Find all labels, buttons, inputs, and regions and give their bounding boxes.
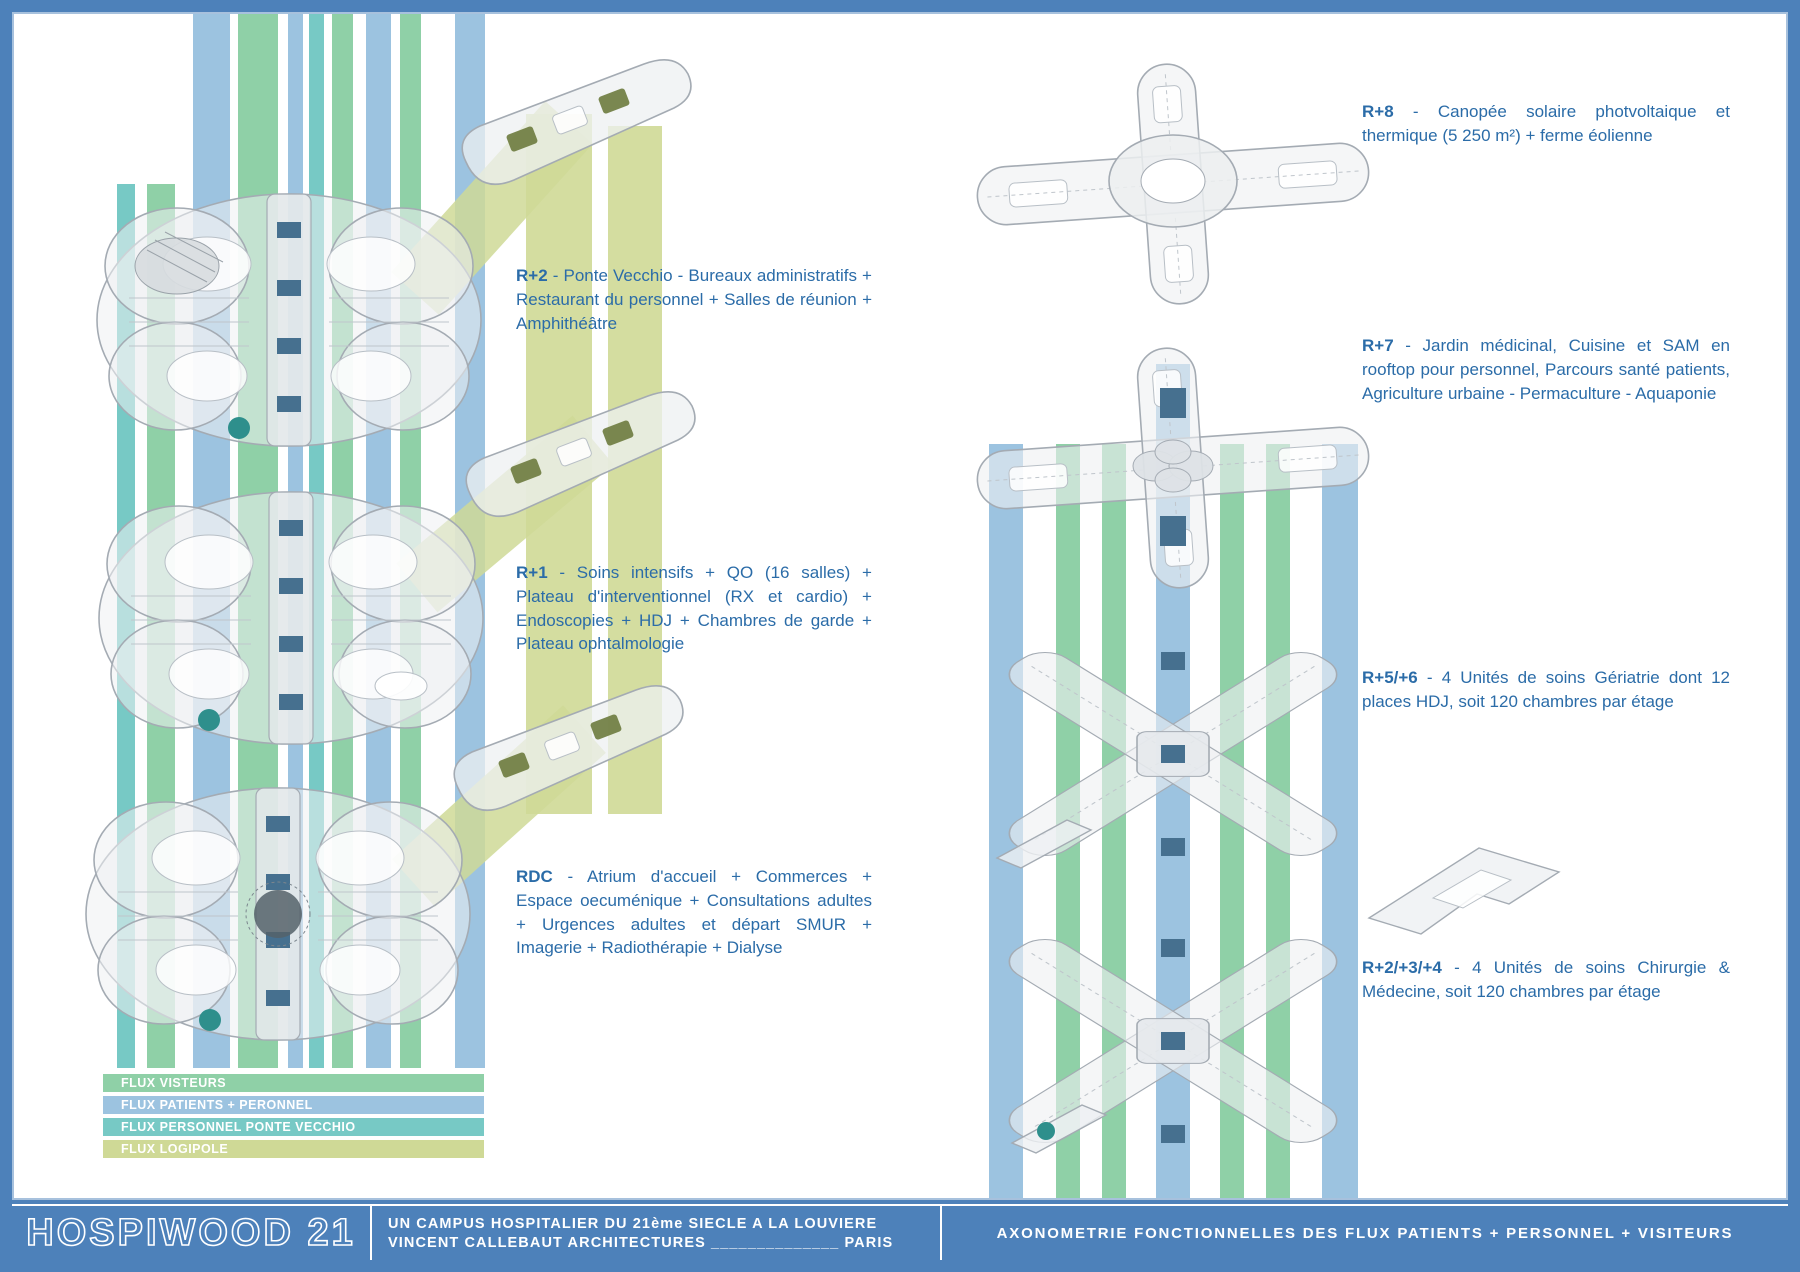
floorplan-r8	[963, 54, 1383, 314]
project-subtitle-line2: VINCENT CALLEBAUT ARCHITECTURES ________…	[388, 1234, 894, 1251]
floor-description: - Ponte Vecchio - Bureaux administratifs…	[516, 266, 872, 333]
floorplan-plate-bottom	[1004, 1099, 1114, 1159]
floorplan-r2	[89, 170, 489, 470]
floor-description: - Soins intensifs + QO (16 salles) + Pla…	[516, 563, 872, 654]
floorplan-r7	[963, 338, 1383, 598]
floor-label: R+7	[1362, 336, 1394, 355]
floorplan-r1	[91, 468, 491, 768]
project-subtitle-line1: UN CAMPUS HOSPITALIER DU 21ème SIECLE A …	[388, 1215, 878, 1232]
drawing-canvas: R+2 - Ponte Vecchio - Bureaux administra…	[12, 12, 1788, 1200]
legend-item-flux-visiteurs: FLUX VISTEURS	[103, 1074, 484, 1092]
floorplan-logipole-top	[450, 54, 700, 194]
project-logo: HOSPIWOOD 21	[12, 1206, 372, 1260]
floor-label: R+1	[516, 563, 548, 582]
floor-label: RDC	[516, 867, 553, 886]
floorplan-rdc	[78, 764, 478, 1064]
legend-item-flux-ponte-vecchio: FLUX PERSONNEL PONTE VECCHIO	[103, 1118, 484, 1136]
sheet-title-text: AXONOMETRIE FONCTIONNELLES DES FLUX PATI…	[996, 1224, 1734, 1242]
project-subtitle: UN CAMPUS HOSPITALIER DU 21ème SIECLE A …	[372, 1206, 942, 1260]
annotation-r7: R+7 - Jardin médicinal, Cuisine et SAM e…	[1362, 334, 1730, 405]
annotation-r8: R+8 - Canopée solaire photvoltaique et t…	[1362, 100, 1730, 148]
legend-item-flux-patients: FLUX PATIENTS + PERONNEL	[103, 1096, 484, 1114]
legend-item-flux-logipole: FLUX LOGIPOLE	[103, 1140, 484, 1158]
annotation-r2: R+2 - Ponte Vecchio - Bureaux administra…	[516, 264, 872, 335]
floor-description: - 4 Unités de soins Chirurgie & Médecine…	[1362, 958, 1730, 1001]
floorplan-logipole-bottom	[442, 680, 692, 820]
floorplan-plate-small	[989, 814, 1099, 874]
annotation-r5-r6: R+5/+6 - 4 Unités de soins Gériatrie don…	[1362, 666, 1730, 714]
annotation-rdc: RDC - Atrium d'accueil + Commerces + Esp…	[516, 865, 872, 960]
floor-description: - Canopée solaire photvoltaique et therm…	[1362, 102, 1730, 145]
floorplan-logipole-middle	[454, 386, 704, 526]
floor-description: - 4 Unités de soins Gériatrie dont 12 pl…	[1362, 668, 1730, 711]
floor-description: - Jardin médicinal, Cuisine et SAM en ro…	[1362, 336, 1730, 403]
annotation-r1: R+1 - Soins intensifs + QO (16 salles) +…	[516, 561, 872, 656]
project-logo-text: HOSPIWOOD 21	[25, 1211, 356, 1255]
title-bar: HOSPIWOOD 21 UN CAMPUS HOSPITALIER DU 21…	[12, 1204, 1788, 1260]
floorplan-plate-l	[1359, 834, 1569, 954]
annotation-r2-r3-r4: R+2/+3/+4 - 4 Unités de soins Chirurgie …	[1362, 956, 1730, 1004]
floor-label: R+5/+6	[1362, 668, 1418, 687]
floor-label: R+8	[1362, 102, 1394, 121]
floor-label: R+2/+3/+4	[1362, 958, 1442, 977]
flux-legend: FLUX VISTEURS FLUX PATIENTS + PERONNEL F…	[103, 1074, 484, 1158]
floor-label: R+2	[516, 266, 548, 285]
floor-description: - Atrium d'accueil + Commerces + Espace …	[516, 867, 872, 958]
sheet-title: AXONOMETRIE FONCTIONNELLES DES FLUX PATI…	[942, 1206, 1788, 1260]
